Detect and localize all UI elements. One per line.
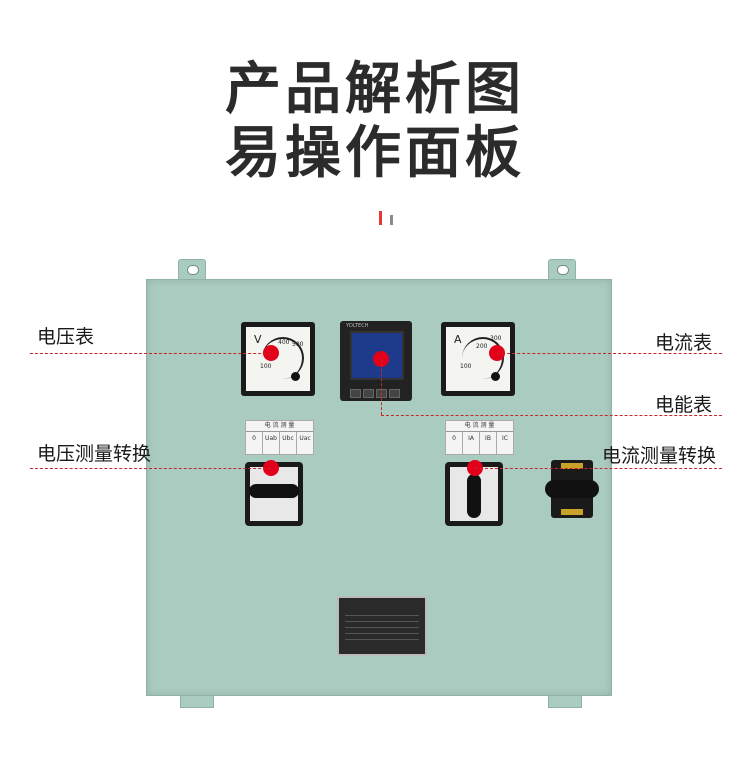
energy-meter-buttons[interactable] — [350, 383, 402, 402]
leader-energy-vertical — [381, 359, 382, 415]
leader-voltmeter — [30, 353, 271, 354]
mount-foot-right — [548, 694, 582, 708]
voltage-switch-plate: 电 流 测 量 0 Uab Ubc Uac — [245, 420, 314, 455]
zero-adjust-knob[interactable] — [291, 372, 300, 381]
label-current-switch: 电流测量转换 — [602, 445, 717, 467]
lever-grip[interactable] — [545, 480, 599, 498]
zero-adjust-knob[interactable] — [491, 372, 500, 381]
voltmeter-unit: V — [254, 333, 262, 346]
leader-current-switch — [475, 468, 722, 469]
mount-ear-left — [178, 259, 206, 281]
ammeter-unit: A — [454, 333, 462, 346]
mount-ear-right — [548, 259, 576, 281]
nameplate — [337, 596, 427, 656]
leader-energy-horizontal — [381, 415, 722, 416]
current-switch-plate: 电 流 测 量 0 IA IB IC — [445, 420, 514, 455]
leader-voltage-switch — [30, 468, 271, 469]
label-energy-meter: 电能表 — [655, 394, 713, 416]
voltmeter: V 100 400 500 — [241, 322, 315, 396]
divider-dots — [379, 210, 401, 229]
label-ammeter: 电流表 — [655, 332, 713, 354]
mount-foot-left — [180, 694, 214, 708]
switch-handle[interactable] — [467, 474, 481, 518]
ammeter: A 100 200 300 — [441, 322, 515, 396]
switch-handle[interactable] — [249, 484, 299, 498]
leader-ammeter — [497, 353, 722, 354]
marker-voltage-switch — [263, 460, 279, 476]
marker-voltmeter — [263, 345, 279, 361]
main-switch-lever[interactable] — [545, 460, 599, 518]
heading-line1: 产品解析图 — [225, 57, 525, 122]
label-voltmeter: 电压表 — [37, 326, 95, 348]
heading-line2: 易操作面板 — [225, 121, 525, 186]
label-voltage-switch: 电压测量转换 — [37, 443, 152, 465]
control-cabinet: V 100 400 500 YDLTECH A 100 200 300 电 流 … — [146, 279, 612, 696]
